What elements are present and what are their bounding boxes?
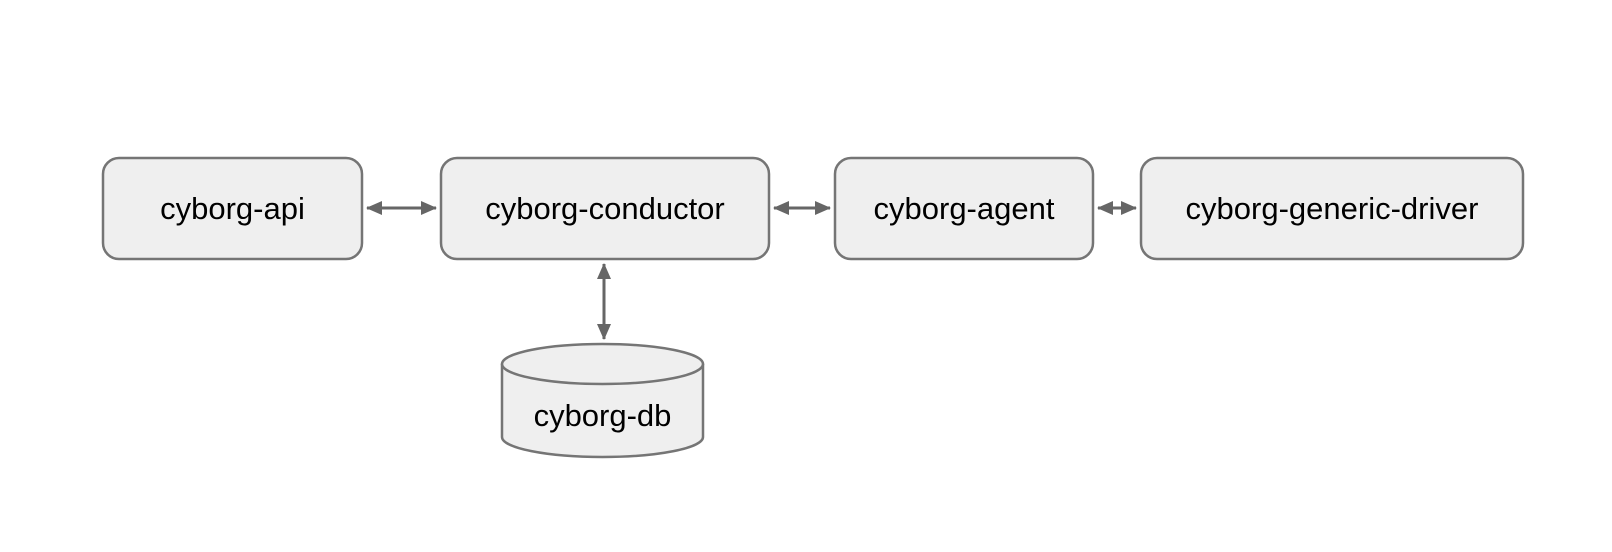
- node-cyborg-conductor-box: [439, 156, 771, 261]
- node-label-cyborg-generic-driver: cyborg-generic-driver: [1186, 191, 1479, 226]
- database-cylinder-body: [500, 364, 705, 459]
- node-label-cyborg-db: cyborg-db: [534, 398, 672, 433]
- node-label-cyborg-api: cyborg-api: [160, 191, 305, 226]
- node-cyborg-agent-box: [833, 156, 1095, 261]
- node-cyborg-generic-driver: cyborg-generic-driver: [1139, 156, 1525, 261]
- node-cyborg-api: cyborg-api: [101, 156, 364, 261]
- node-cyborg-agent: cyborg-agent: [833, 156, 1095, 261]
- node-label-cyborg-conductor: cyborg-conductor: [485, 191, 725, 226]
- node-cyborg-conductor: cyborg-conductor: [439, 156, 771, 261]
- node-cyborg-db: cyborg-db: [500, 342, 705, 459]
- node-label-cyborg-agent: cyborg-agent: [874, 191, 1055, 226]
- node-cyborg-generic-driver-box: [1139, 156, 1525, 261]
- database-cylinder-top: [500, 342, 705, 386]
- node-cyborg-api-box: [101, 156, 364, 261]
